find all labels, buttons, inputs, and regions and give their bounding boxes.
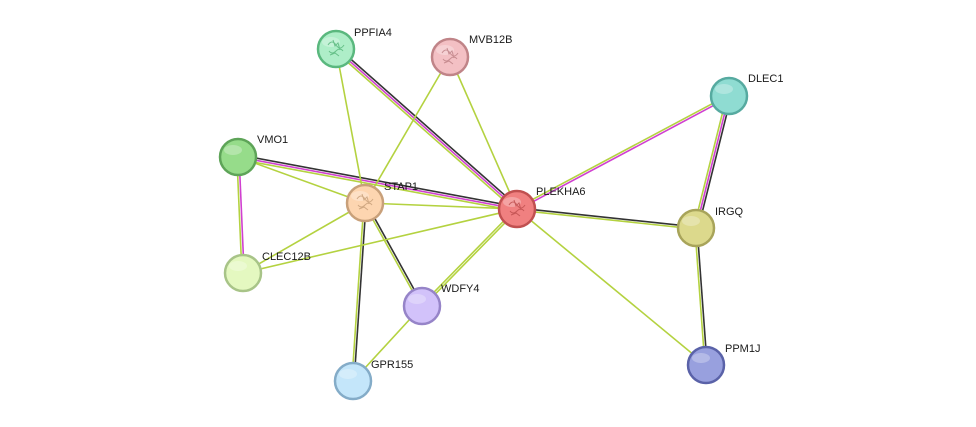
node-dlec1-circle[interactable] <box>709 76 749 116</box>
edge-line-lime <box>364 202 518 210</box>
edge-stap1-plekha6 <box>364 202 518 210</box>
edge-line-lime <box>516 208 707 366</box>
node-ppm1j[interactable]: PPM1J <box>686 343 760 385</box>
node-dlec1[interactable]: DLEC1 <box>709 73 783 116</box>
node-vmo1-highlight <box>224 145 242 155</box>
node-clec12b-label: CLEC12B <box>262 251 311 263</box>
edge-line-lime <box>420 207 517 306</box>
network-edges <box>236 46 732 382</box>
edge-line-lime <box>242 202 366 274</box>
edge-line-black <box>517 207 697 228</box>
node-mvb12b-circle[interactable] <box>430 37 470 77</box>
node-irgq-circle[interactable] <box>676 208 716 248</box>
edge-line-pink <box>695 95 730 229</box>
edge-clec12b-plekha6 <box>242 208 518 274</box>
node-gpr155-circle[interactable] <box>333 361 373 401</box>
node-ppm1j-label: PPM1J <box>725 343 760 355</box>
node-stap1-circle[interactable] <box>345 183 385 223</box>
node-clec12b[interactable]: CLEC12B <box>223 251 311 293</box>
node-plekha6[interactable]: PLEKHA6 <box>497 186 586 229</box>
edge-line-lime <box>516 209 696 230</box>
edge-line-pink <box>238 156 245 273</box>
edge-line-pink <box>517 96 730 211</box>
node-stap1-label: STAP1 <box>384 181 418 193</box>
edge-line-lime <box>334 50 517 212</box>
edge-irgq-ppm1j <box>694 227 708 366</box>
edge-dlec1-irgq <box>693 95 732 229</box>
node-plekha6-circle[interactable] <box>497 189 537 229</box>
edge-mvb12b-stap1 <box>364 56 451 204</box>
edge-line-lime <box>236 157 243 274</box>
edge-line-lime <box>237 156 366 204</box>
node-mvb12b-structure-icon <box>441 47 459 65</box>
edge-line-lime <box>363 203 422 307</box>
edge-stap1-gpr155 <box>351 202 367 382</box>
node-dlec1-label: DLEC1 <box>748 73 783 85</box>
node-wdfy4-circle[interactable] <box>402 286 442 326</box>
edge-stap1-clec12b <box>242 202 366 274</box>
edge-line-lime <box>237 158 517 212</box>
node-wdfy4-label: WDFY4 <box>441 283 480 295</box>
edge-mvb12b-plekha6 <box>449 56 518 210</box>
edge-stap1-wdfy4 <box>363 202 424 307</box>
edge-plekha6-wdfy4 <box>420 207 519 308</box>
node-gpr155-label: GPR155 <box>371 359 413 371</box>
node-irgq-highlight <box>682 216 700 226</box>
node-gpr155-highlight <box>339 369 357 379</box>
edge-line-black <box>365 202 424 306</box>
node-vmo1-circle[interactable] <box>218 137 258 177</box>
node-wdfy4-highlight <box>408 294 426 304</box>
node-ppfia4-circle[interactable] <box>316 29 356 69</box>
node-ppfia4-structure-icon <box>327 39 345 57</box>
node-clec12b-circle[interactable] <box>223 253 263 293</box>
edge-line-lime <box>694 228 706 366</box>
node-irgq-label: IRGQ <box>715 206 744 218</box>
edge-line-lime <box>242 208 518 274</box>
edge-ppfia4-stap1 <box>335 48 366 204</box>
edge-line-lime <box>449 56 518 210</box>
edge-dlec1-plekha6 <box>516 94 730 211</box>
edge-line-lime <box>422 209 519 308</box>
node-vmo1[interactable]: VMO1 <box>218 134 288 177</box>
edge-vmo1-clec12b <box>236 156 245 274</box>
node-gpr155[interactable]: GPR155 <box>333 359 413 401</box>
edge-line-pink <box>335 48 518 210</box>
edge-line-black <box>336 46 519 208</box>
edge-line-black <box>696 227 708 365</box>
node-ppm1j-highlight <box>692 353 710 363</box>
node-plekha6-structure-icon <box>508 199 526 217</box>
edge-line-lime <box>335 48 366 204</box>
edge-line-lime <box>516 94 729 209</box>
edge-vmo1-stap1 <box>237 156 366 204</box>
node-vmo1-label: VMO1 <box>257 134 288 146</box>
node-mvb12b-label: MVB12B <box>469 34 512 46</box>
node-mvb12b[interactable]: MVB12B <box>430 34 512 77</box>
edge-line-black <box>697 96 732 229</box>
node-ppfia4-label: PPFIA4 <box>354 27 392 39</box>
edge-ppfia4-plekha6 <box>334 46 519 212</box>
node-ppm1j-circle[interactable] <box>686 345 726 385</box>
node-ppfia4[interactable]: PPFIA4 <box>316 27 392 69</box>
node-irgq[interactable]: IRGQ <box>676 206 744 248</box>
edge-line-black <box>353 203 367 382</box>
node-stap1[interactable]: STAP1 <box>345 181 418 223</box>
node-clec12b-highlight <box>229 261 247 271</box>
node-plekha6-label: PLEKHA6 <box>536 186 586 198</box>
edge-plekha6-ppm1j <box>516 208 707 366</box>
edge-line-lime <box>364 56 451 204</box>
node-wdfy4[interactable]: WDFY4 <box>402 283 480 326</box>
node-stap1-structure-icon <box>356 193 374 211</box>
edge-plekha6-irgq <box>516 207 697 230</box>
edge-line-lime <box>351 202 365 381</box>
edge-line-lime <box>693 95 728 228</box>
node-dlec1-highlight <box>715 84 733 94</box>
